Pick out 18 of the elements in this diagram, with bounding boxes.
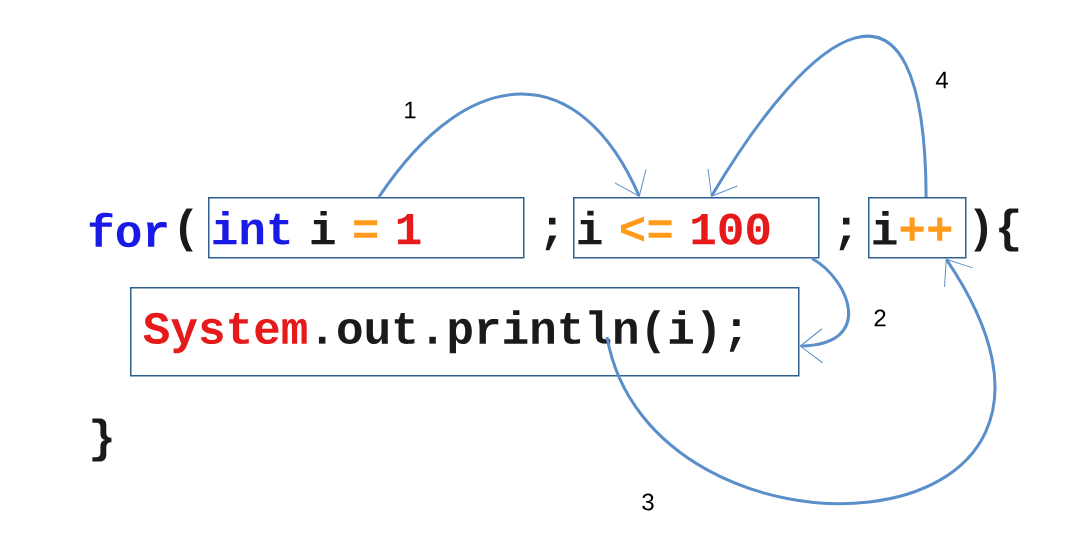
- code-text: }: [92, 418, 112, 462]
- code-text: ;: [839, 217, 851, 251]
- code-text: ;: [545, 217, 557, 251]
- edge-label: 1: [405, 101, 416, 119]
- curved-arrow: [707, 35, 928, 198]
- code-box: int i = 1: [208, 197, 525, 259]
- code-text: ){: [974, 208, 1019, 252]
- edge-label: 2: [874, 309, 886, 327]
- curved-arrow: [377, 92, 647, 198]
- code-box: i <= 100: [573, 197, 820, 259]
- curved-arrow: [799, 257, 850, 364]
- code-text: for: [89, 212, 167, 248]
- code-box: i++: [868, 197, 967, 259]
- curved-arrow: [605, 258, 996, 504]
- edge-label: 3: [642, 493, 654, 511]
- code-box: System .out.println(i);: [130, 287, 800, 377]
- edge-label: 4: [935, 71, 948, 89]
- code-text: (: [179, 208, 193, 252]
